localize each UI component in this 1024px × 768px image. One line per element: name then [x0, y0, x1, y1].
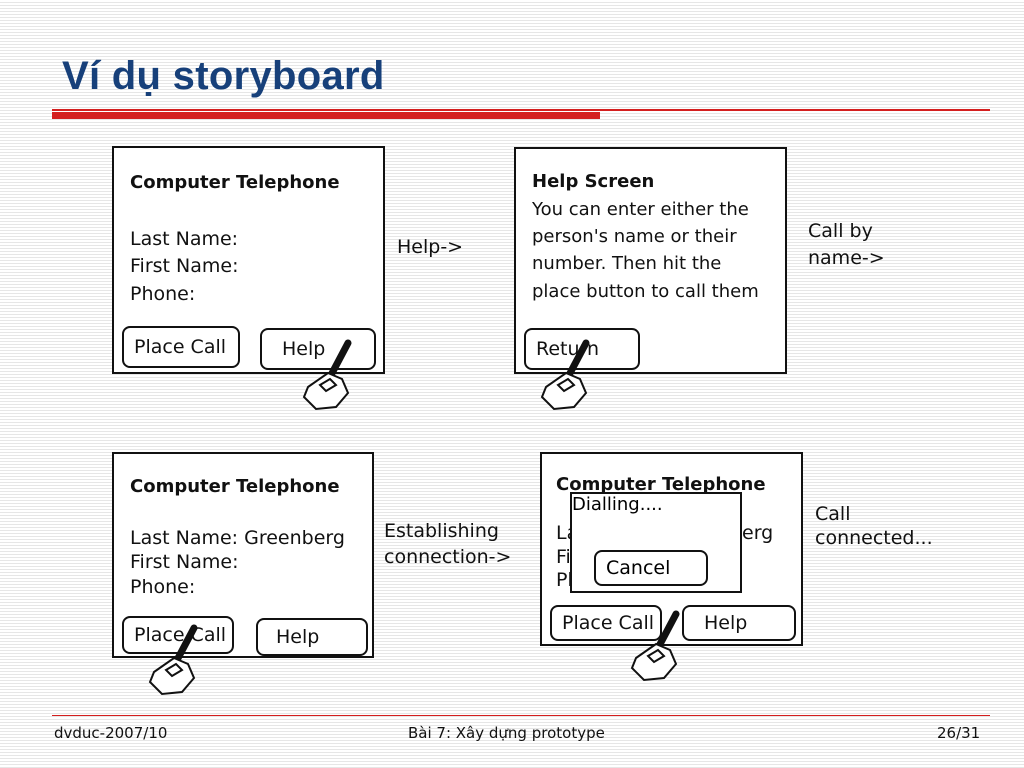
- panel-heading: Computer Telephone: [556, 474, 766, 495]
- pointing-hand-stylus-icon: [148, 624, 198, 696]
- last-name-value-fragment: erg: [742, 522, 774, 544]
- phone-label: Phone:: [130, 576, 196, 598]
- footer-divider: [52, 715, 990, 716]
- storyboard-panel-name-entered: Computer Telephone Last Name: Greenberg …: [112, 452, 374, 658]
- transition-note-call-by-name: Call by name->: [808, 218, 885, 272]
- place-call-button[interactable]: Place Call: [550, 605, 662, 641]
- transition-note-establishing: Establishing connection->: [384, 518, 511, 570]
- pointing-hand-stylus-icon: [302, 339, 352, 411]
- help-button[interactable]: Help: [682, 605, 796, 641]
- note-line: connected...: [815, 527, 933, 549]
- storyboard-panel-main-screen: Computer Telephone Last Name: First Name…: [112, 146, 385, 374]
- title-underline-thin: [52, 109, 990, 111]
- note-line: Establishing: [384, 520, 499, 542]
- footer-lecture-title: Bài 7: Xây dựng prototype: [408, 724, 605, 742]
- note-line: Call: [815, 503, 851, 525]
- help-text-line-3: number. Then hit the: [532, 253, 722, 274]
- place-call-button[interactable]: Place Call: [122, 616, 234, 654]
- phone-label: Phone:: [130, 283, 196, 305]
- cancel-button[interactable]: Cancel: [594, 550, 708, 586]
- note-line: connection->: [384, 546, 512, 568]
- first-name-label: First Name:: [130, 551, 239, 573]
- help-button[interactable]: Help: [256, 618, 368, 656]
- title-underline-thick: [52, 112, 600, 119]
- transition-note-help: Help->: [397, 236, 464, 258]
- storyboard-panel-help-screen: Help Screen You can enter either the per…: [514, 147, 787, 374]
- footer-author-date: dvduc-2007/10: [54, 724, 168, 742]
- help-text-line-2: person's name or their: [532, 226, 737, 247]
- dialling-dialog: Dialling.... Cancel: [570, 492, 742, 593]
- note-line: Call by: [808, 220, 873, 242]
- pointing-hand-stylus-icon: [540, 339, 590, 411]
- dialling-status-text: Dialling....: [572, 494, 663, 515]
- transition-note-connected: Call connected...: [815, 502, 933, 550]
- footer-page-number: 26/31: [937, 724, 981, 742]
- last-name-label: Last Name:: [130, 228, 239, 250]
- panel-heading: Computer Telephone: [130, 172, 340, 193]
- help-button[interactable]: Help: [260, 328, 376, 370]
- help-text-line-1: You can enter either the: [532, 199, 749, 220]
- help-text-line-4: place button to call them: [532, 281, 759, 302]
- panel-heading: Help Screen: [532, 171, 655, 192]
- first-name-label: First Name:: [130, 255, 239, 277]
- slide-title: Ví dụ storyboard: [62, 54, 385, 98]
- last-name-label: Last Name: Greenberg: [130, 527, 345, 549]
- panel-heading: Computer Telephone: [130, 476, 340, 497]
- first-name-label-fragment: Fi: [556, 546, 571, 568]
- note-line: name->: [808, 247, 885, 269]
- pointing-hand-stylus-icon: [630, 610, 680, 682]
- place-call-button[interactable]: Place Call: [122, 326, 240, 368]
